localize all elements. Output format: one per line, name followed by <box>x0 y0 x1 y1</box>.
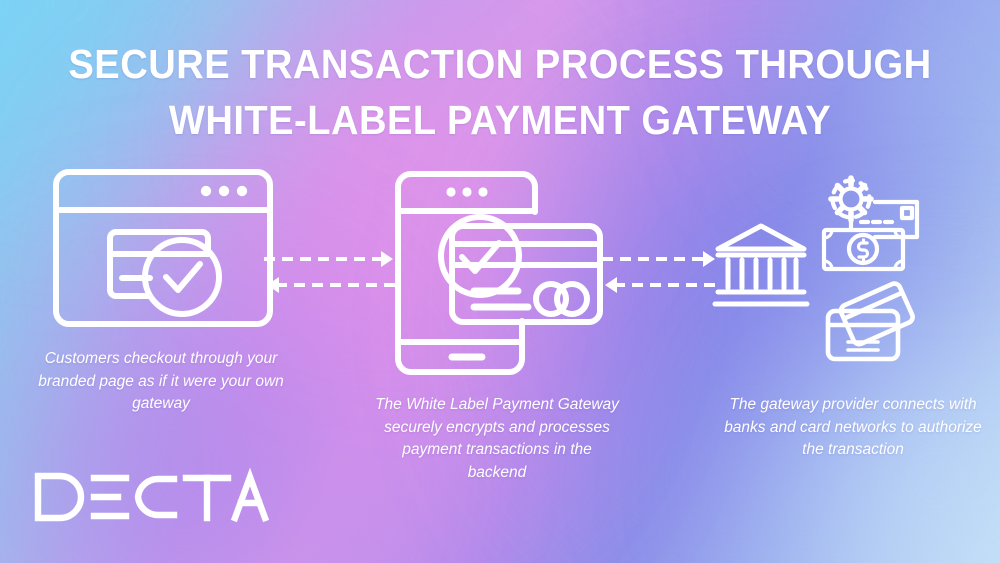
card-chip <box>899 205 915 221</box>
logo-letter-t <box>182 474 232 522</box>
settings-money-icon <box>821 175 920 272</box>
bank-pediment <box>715 223 807 252</box>
phone-dot-2 <box>462 187 472 197</box>
logo-letter-d <box>34 472 85 522</box>
card-back-stripe <box>843 291 903 321</box>
logo-letter-e <box>90 474 130 520</box>
logo-letter-a <box>230 467 270 523</box>
logo-letter-c <box>134 475 178 519</box>
step-3-caption: The gateway provider connects with banks… <box>724 396 982 458</box>
check-circle <box>142 237 222 317</box>
bank-icon <box>712 223 810 307</box>
dollar-sign-icon <box>856 238 870 262</box>
mobile-payment-gateway-icon <box>395 171 603 375</box>
page-title-line-1: SECURE TRANSACTION PROCESS THROUGH <box>68 41 932 87</box>
browser-frame <box>53 169 273 327</box>
card-front <box>825 308 901 362</box>
step-1-icon-group <box>52 168 274 328</box>
page-title: SECURE TRANSACTION PROCESS THROUGH WHITE… <box>35 36 965 148</box>
decta-logo-wordmark <box>34 467 270 523</box>
decta-logo <box>34 467 270 524</box>
arrow-left-head <box>267 277 279 293</box>
checkmark-icon <box>459 240 502 274</box>
card-front-body <box>825 308 901 362</box>
banknote <box>821 227 906 272</box>
phone-frame <box>395 171 525 375</box>
browser-window-checkout-icon <box>53 169 273 327</box>
phone-dot-3 <box>478 187 488 197</box>
card-outline <box>107 229 205 299</box>
phone-dot-1 <box>446 187 456 197</box>
connector-1 <box>262 248 398 294</box>
step-3-cards-icon-group <box>822 280 920 366</box>
card-outline-right <box>199 229 211 257</box>
banknote-corner-bl <box>822 259 834 271</box>
step-2-icon-group <box>394 170 604 376</box>
page-title-line-2: WHITE-LABEL PAYMENT GATEWAY <box>168 97 832 143</box>
phone-frame-right <box>519 171 538 215</box>
step-2-caption: The White Label Payment Gateway securely… <box>375 396 619 481</box>
step-3-bank-icon-group <box>712 222 810 308</box>
background-card <box>872 199 920 240</box>
step-3-money-icon-group <box>818 174 922 272</box>
browser-dot-2 <box>218 185 230 197</box>
banknote-corner-tr <box>893 228 905 240</box>
credit-cards-stack-icon <box>825 281 915 362</box>
browser-dot-3 <box>236 185 248 197</box>
card-network-circle-right <box>554 281 590 317</box>
arrow-right-head <box>703 251 715 267</box>
gear-ring <box>830 178 872 220</box>
banknote-corner-tl <box>822 228 834 240</box>
card-outline <box>449 223 603 325</box>
banknote-corner-br <box>893 259 905 271</box>
banknote-dollar-circle <box>846 232 880 266</box>
step-1-caption: Customers checkout through your branded … <box>38 350 284 412</box>
checkmark-icon <box>163 261 203 293</box>
browser-dot-1 <box>200 185 212 197</box>
arrow-right-head <box>381 251 393 267</box>
arrow-left-head <box>605 277 617 293</box>
card-back <box>838 281 915 347</box>
connector-2 <box>600 248 720 294</box>
card-network-circle-left <box>533 281 569 317</box>
check-circle <box>438 214 522 298</box>
gear-icon <box>828 175 874 223</box>
